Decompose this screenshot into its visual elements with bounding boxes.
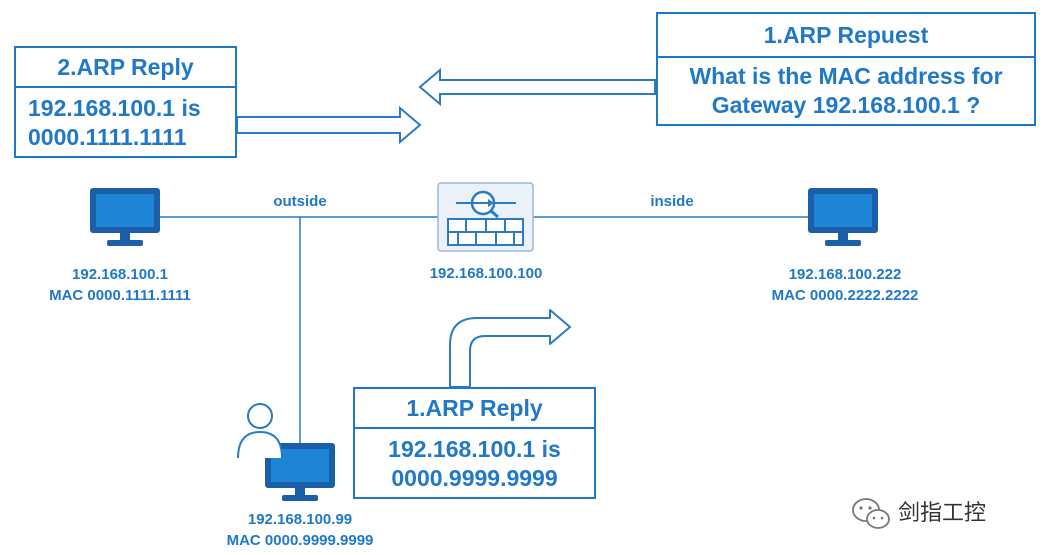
box-line-2: Gateway 192.168.100.1 ?: [711, 92, 981, 118]
bent-reply-arrow: [449, 309, 571, 388]
box-title: 1.ARP Reply: [355, 389, 594, 429]
wechat-logo-icon: [852, 498, 890, 529]
firewall-icon: [437, 182, 534, 252]
box-line-1: What is the MAC address for: [689, 63, 1003, 89]
arp-reply-box-top-left: 2.ARP Reply 192.168.100.1 is 0000.1111.1…: [14, 46, 237, 158]
box-title: 1.ARP Repuest: [658, 14, 1034, 58]
box-line-2: 0000.1111.1111: [28, 124, 187, 150]
attacker-ip-label: 192.168.100.99: [247, 511, 353, 528]
outside-label: outside: [273, 193, 327, 210]
watermark-text: 剑指工控: [898, 501, 987, 526]
inside-ip-label: 192.168.100.222: [788, 266, 902, 283]
arp-reply-box-bottom: 1.ARP Reply 192.168.100.1 is 0000.9999.9…: [353, 387, 596, 499]
box-body: 192.168.100.1 is 0000.9999.9999: [355, 429, 594, 493]
request-arrow-left: [418, 67, 656, 107]
attacker-mac-label: MAC 0000.9999.9999: [226, 532, 374, 549]
firewall-ip-label: 192.168.100.100: [429, 265, 543, 282]
inside-label: inside: [650, 193, 694, 210]
gateway-mac-label: MAC 0000.1111.1111: [49, 287, 191, 304]
box-line-2: 0000.9999.9999: [391, 465, 558, 491]
box-line-1: 192.168.100.1 is: [388, 436, 561, 462]
inside-mac-label: MAC 0000.2222.2222: [771, 287, 919, 304]
box-body: 192.168.100.1 is 0000.1111.1111: [16, 88, 235, 152]
arp-request-box-top-right: 1.ARP Repuest What is the MAC address fo…: [656, 12, 1036, 126]
gateway-monitor-icon: [90, 188, 160, 246]
box-body: What is the MAC address for Gateway 192.…: [658, 58, 1034, 120]
user-icon: [237, 403, 283, 459]
gateway-ip-label: 192.168.100.1: [72, 266, 168, 283]
reply-arrow-right: [236, 105, 422, 145]
box-title: 2.ARP Reply: [16, 48, 235, 88]
box-line-1: 192.168.100.1 is: [28, 95, 201, 121]
inside-monitor-icon: [808, 188, 878, 246]
